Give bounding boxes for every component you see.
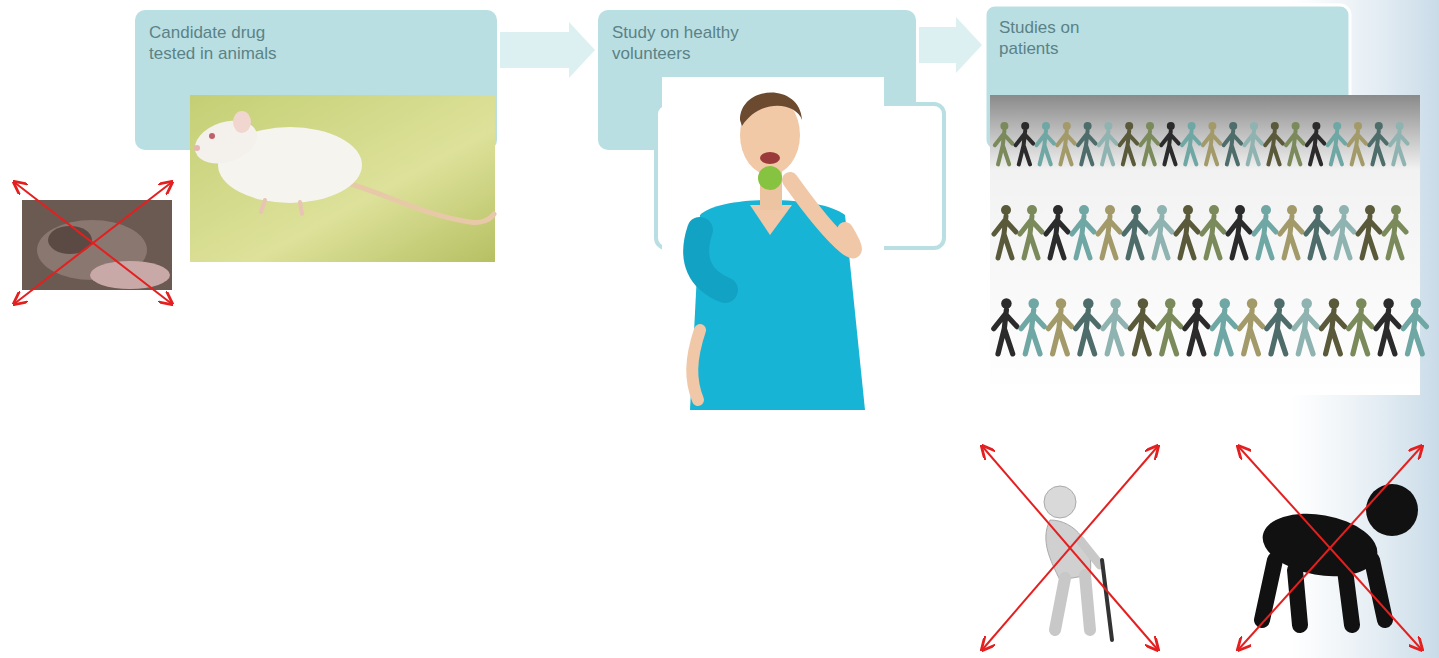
rat-photo — [189, 95, 495, 262]
box-label: Study on healthy volunteers — [612, 22, 772, 64]
elderly-crossed — [982, 446, 1158, 650]
baby-crossed — [1238, 446, 1422, 650]
flow-arrow — [919, 17, 982, 73]
connector-layer — [500, 17, 982, 78]
mouse-pup-crossed — [14, 182, 172, 304]
box-label: Studies on patients — [999, 17, 1119, 59]
process-box: Studies on patients — [985, 5, 1350, 150]
box-label: Candidate drug tested in animals — [149, 22, 309, 64]
volunteer-photo — [662, 77, 884, 410]
crowd-picture — [990, 95, 1426, 395]
process-box: Candidate drug tested in animals — [135, 10, 497, 150]
process-box: Study on healthy volunteers — [598, 10, 916, 150]
flow-arrow — [500, 22, 595, 78]
